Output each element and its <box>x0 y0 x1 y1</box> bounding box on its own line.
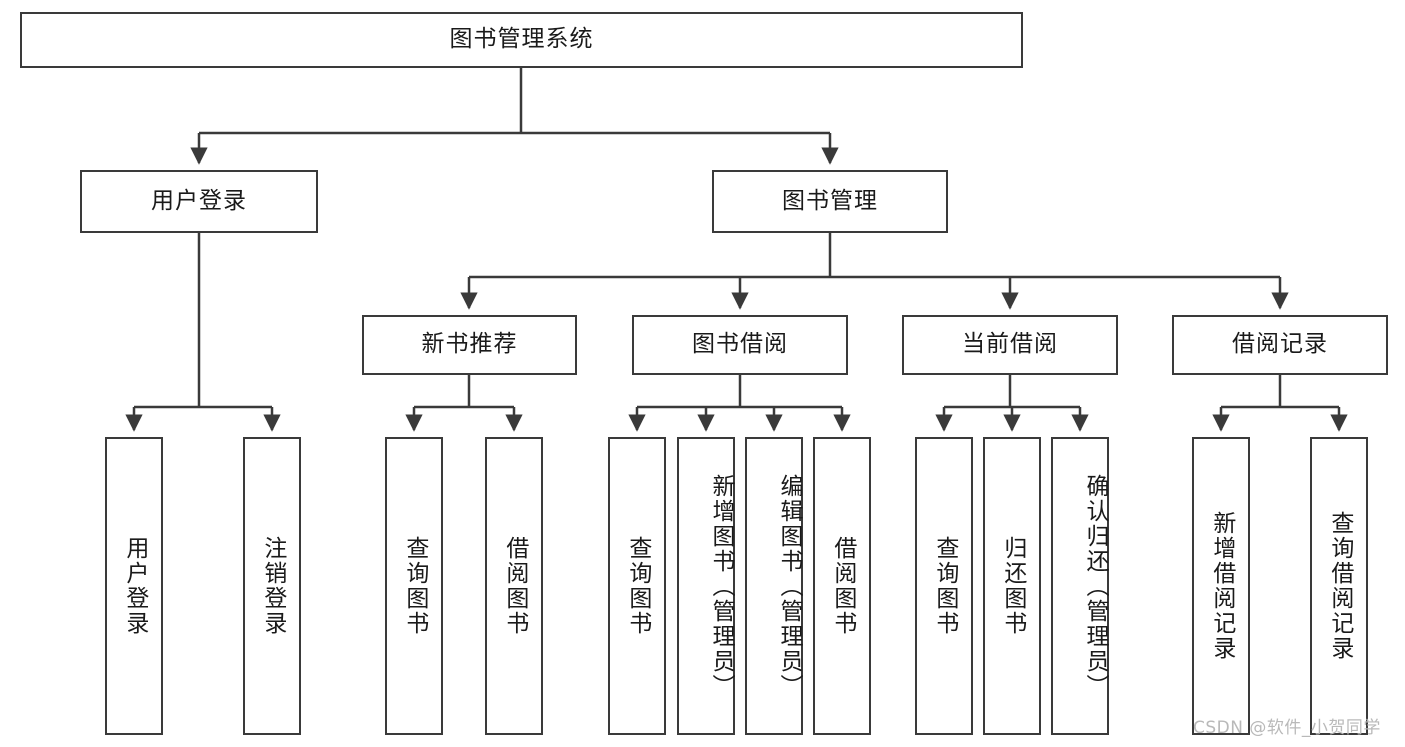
leaf-query-borrow-record[interactable]: 查询借阅记录 <box>1310 437 1368 735</box>
node-borrow-record[interactable]: 借阅记录 <box>1172 315 1388 375</box>
leaf-edit-book-admin[interactable]: 编辑图书（管理员） <box>745 437 803 735</box>
leaf-logout[interactable]: 注销登录 <box>243 437 301 735</box>
leaf-borrow-book[interactable]: 借阅图书 <box>813 437 871 735</box>
node-root[interactable]: 图书管理系统 <box>20 12 1023 68</box>
leaf-borrow-book-recommend[interactable]: 借阅图书 <box>485 437 543 735</box>
leaf-confirm-return-admin[interactable]: 确认归还（管理员） <box>1051 437 1109 735</box>
node-book-management[interactable]: 图书管理 <box>712 170 948 233</box>
node-user-login[interactable]: 用户登录 <box>80 170 318 233</box>
node-current-borrow[interactable]: 当前借阅 <box>902 315 1118 375</box>
leaf-query-book-current[interactable]: 查询图书 <box>915 437 973 735</box>
leaf-add-book-admin[interactable]: 新增图书（管理员） <box>677 437 735 735</box>
csdn-watermark: CSDN @软件_小贺同学 <box>1193 718 1381 738</box>
node-book-borrow[interactable]: 图书借阅 <box>632 315 848 375</box>
leaf-return-book[interactable]: 归还图书 <box>983 437 1041 735</box>
leaf-query-book-borrow[interactable]: 查询图书 <box>608 437 666 735</box>
node-new-book-recommend[interactable]: 新书推荐 <box>362 315 577 375</box>
leaf-query-book-recommend[interactable]: 查询图书 <box>385 437 443 735</box>
leaf-user-login[interactable]: 用户登录 <box>105 437 163 735</box>
leaf-add-borrow-record[interactable]: 新增借阅记录 <box>1192 437 1250 735</box>
